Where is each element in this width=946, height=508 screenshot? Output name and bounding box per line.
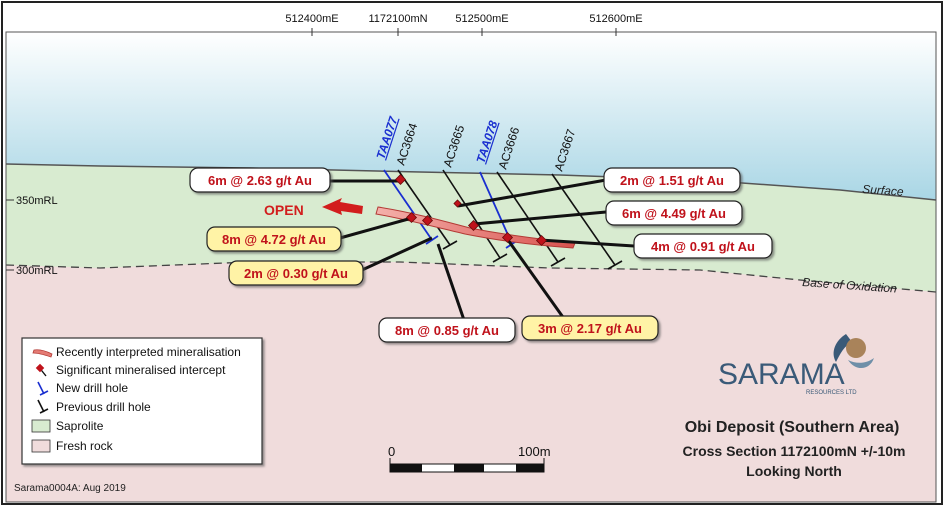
intercept-label-1: 6m @ 2.63 g/t Au [189,167,331,193]
logo-subtext: RESOURCES LTD [806,390,857,396]
legend-previous-hole-swatch [37,399,49,414]
surface-line [5,163,937,201]
scale-start-label: 0 [388,444,395,459]
svg-text:6m @ 2.63 g/t Au: 6m @ 2.63 g/t Au [208,173,312,188]
title-line-1: Obi Deposit (Southern Area) [685,419,900,436]
rl-label-300: 300mRL [16,265,58,277]
svg-text:8m @ 4.72 g/t Au: 8m @ 4.72 g/t Au [222,232,326,247]
easting-label-2: 512500mE [455,13,508,25]
svg-text:4m @ 0.91 g/t Au: 4m @ 0.91 g/t Au [651,239,755,254]
legend-saprolite-swatch [31,419,51,433]
intercept-label-8: 3m @ 2.17 g/t Au [521,315,659,341]
scale-end-label: 100m [518,444,551,459]
easting-label-3: 512600mE [589,13,642,25]
legend-box [21,337,263,465]
legend-mineralisation-swatch [32,349,53,358]
northing-label: 1172100mN [368,13,427,25]
intercept-label-7: 8m @ 0.85 g/t Au [378,317,516,343]
figure-reference: Sarama0004A: Aug 2019 [14,483,126,494]
section-border [5,31,937,503]
title-line-2: Cross Section 1172100mN +/-10m [683,443,906,459]
title-line-3: Looking North [746,463,842,479]
intercept-label-3: 6m @ 4.49 g/t Au [605,200,743,226]
legend-intercept-swatch [35,363,45,373]
legend-fresh-rock-swatch [31,439,51,453]
intercept-label-5: 4m @ 0.91 g/t Au [633,233,773,259]
rl-label-350: 350mRL [16,195,58,207]
legend-item-new-hole: New drill hole [56,381,128,395]
legend-item-fresh-rock: Fresh rock [56,439,114,453]
easting-label-1: 512400mE [285,13,338,25]
legend-item-mineralisation: Recently interpreted mineralisation [56,345,241,359]
legend: Recently interpreted mineralisation Sign… [21,337,263,465]
leader-lines [330,178,635,321]
intercept-label-2: 2m @ 1.51 g/t Au [603,167,741,193]
open-label: OPEN [264,202,304,218]
surface-label: Surface [862,182,905,199]
grid-ticks [6,28,617,271]
logo-swoosh-icon [848,358,874,369]
legend-item-intercept: Significant mineralised intercept [56,363,226,377]
intercept-label-6: 2m @ 0.30 g/t Au [228,260,364,286]
base-of-oxidation-label: Base of Oxidation [802,275,898,296]
svg-text:3m @ 2.17 g/t Au: 3m @ 2.17 g/t Au [538,321,642,336]
logo-leaf-icon [833,334,852,362]
sarama-logo: SARAMA RESOURCES LTD [718,334,874,396]
legend-item-previous-hole: Previous drill hole [56,400,151,414]
logo-text: SARAMA [718,358,845,391]
legend-item-saprolite: Saprolite [56,419,104,433]
base-of-oxidation-line [5,261,937,293]
svg-text:8m @ 0.85 g/t Au: 8m @ 0.85 g/t Au [395,323,499,338]
previous-drill-holes [397,169,623,270]
open-arrow [322,198,363,215]
legend-new-hole-swatch [37,381,49,396]
intercept-markers [394,173,548,247]
logo-circle-icon [846,338,866,358]
svg-text:2m @ 1.51 g/t Au: 2m @ 1.51 g/t Au [620,173,724,188]
svg-text:6m @ 4.49 g/t Au: 6m @ 4.49 g/t Au [622,206,726,221]
sky-zone [6,32,936,200]
scale-bar [389,458,545,473]
svg-text:2m @ 0.30 g/t Au: 2m @ 0.30 g/t Au [244,266,348,281]
intercept-label-4: 8m @ 4.72 g/t Au [206,226,342,252]
